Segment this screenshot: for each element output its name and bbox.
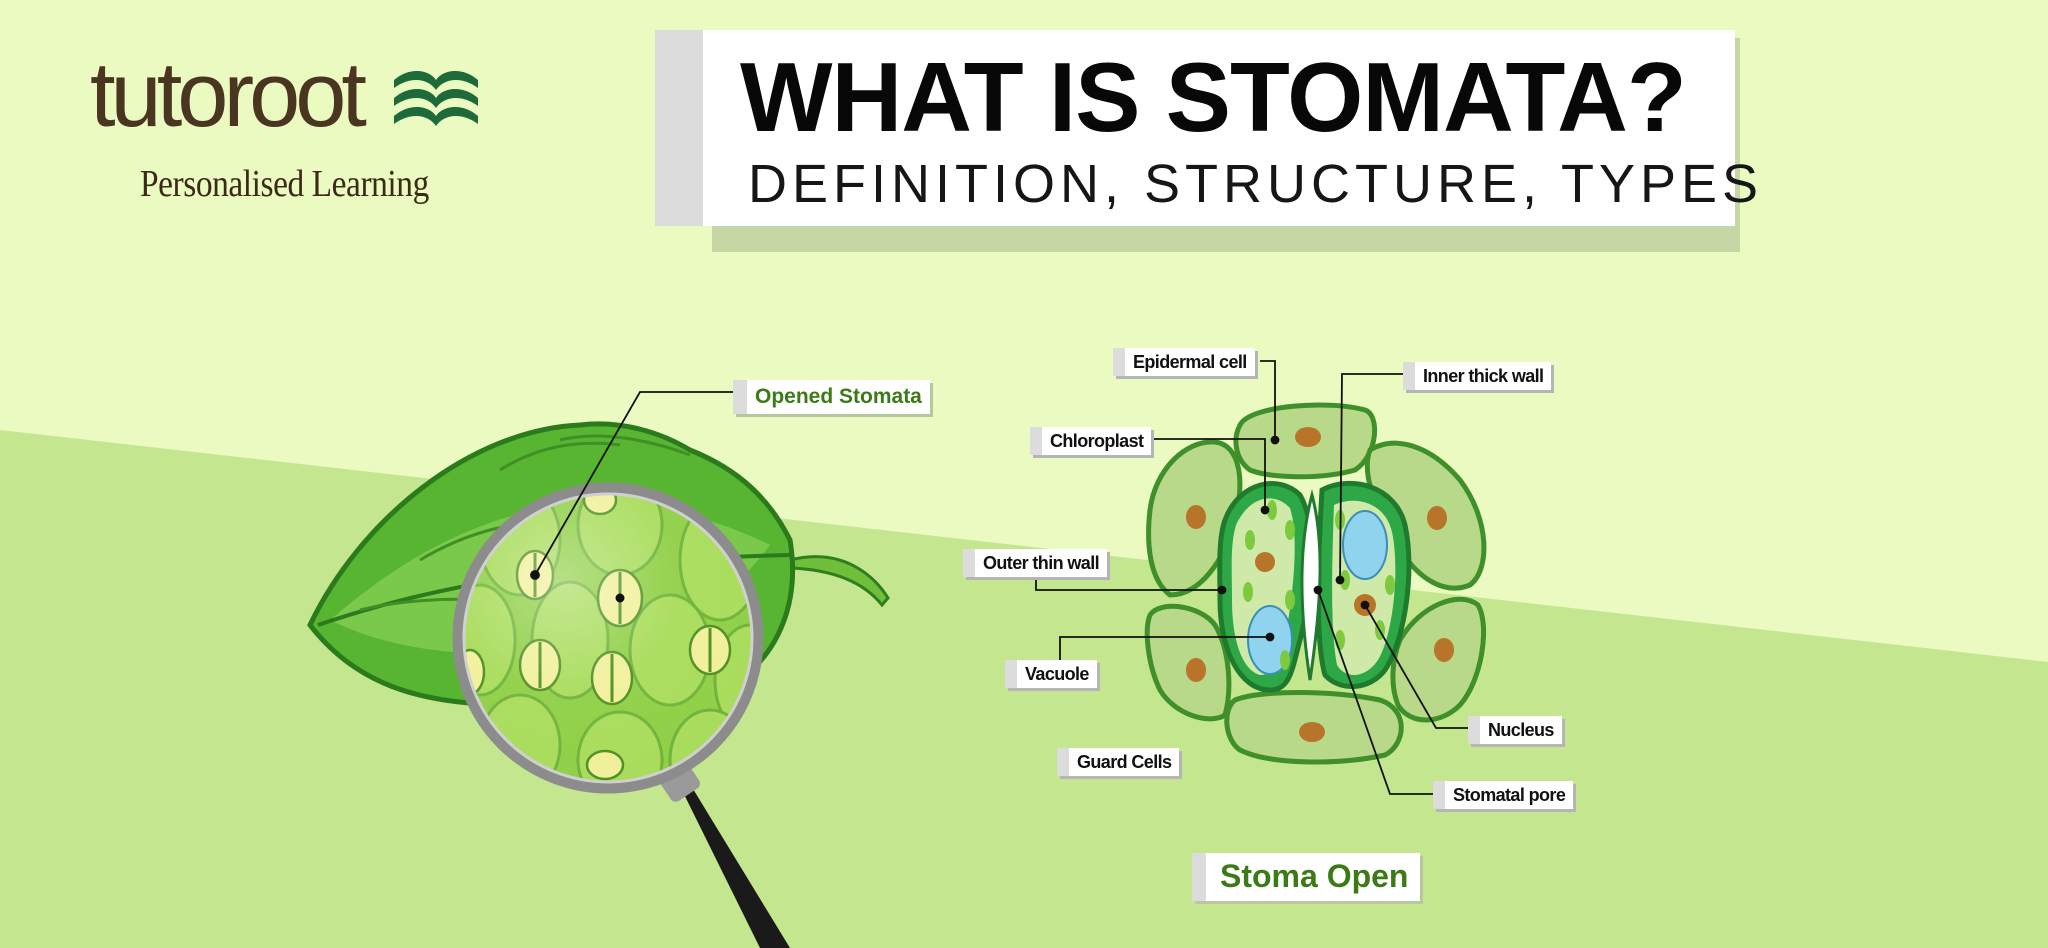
brand-logo[interactable]: tutoroot Personalised Learning [90,40,510,205]
label-outer-thin-wall-text: Outer thin wall [983,553,1100,573]
title-card [655,30,1735,226]
label-guard-cells-text: Guard Cells [1077,752,1172,772]
label-opened-stomata-text: Opened Stomata [755,385,922,408]
title-card-edge [655,30,703,226]
label-vacuole-text: Vacuole [1025,664,1089,684]
background-lower-band [0,430,2048,948]
brand-tagline: Personalised Learning [140,163,429,205]
diagram-leader-lines [1035,360,1468,795]
label-inner-thick-wall-text: Inner thick wall [1423,366,1544,386]
label-stomatal-pore-text: Stomatal pore [1453,785,1566,805]
label-opened-stomata: Opened Stomata [733,380,930,414]
brand-name: tutoroot [90,44,367,146]
label-vacuole: Vacuole [1005,660,1097,688]
book-leaf-icon [394,70,478,126]
label-chloroplast: Chloroplast [1030,427,1152,455]
page-title: WHAT IS STOMATA? [740,42,1687,152]
page-subtitle: DEFINITION, STRUCTURE, TYPES [748,154,1764,214]
magnifier-pointer-dot [615,593,625,603]
label-chloroplast-text: Chloroplast [1050,431,1144,451]
label-nucleus-text: Nucleus [1488,720,1554,740]
label-guard-cells: Guard Cells [1057,748,1180,776]
diagram-caption: Stoma Open [1192,853,1421,901]
label-stomatal-pore: Stomatal pore [1433,781,1574,809]
label-outer-thin-wall: Outer thin wall [963,549,1108,577]
leader-opened-stomata [530,391,734,580]
label-epidermal-cell: Epidermal cell [1113,348,1255,376]
label-nucleus: Nucleus [1468,716,1562,744]
diagram-caption-text: Stoma Open [1220,858,1409,894]
label-epidermal-cell-text: Epidermal cell [1133,352,1247,372]
label-inner-thick-wall: Inner thick wall [1403,362,1552,390]
stomata-diagram [1144,402,1487,765]
